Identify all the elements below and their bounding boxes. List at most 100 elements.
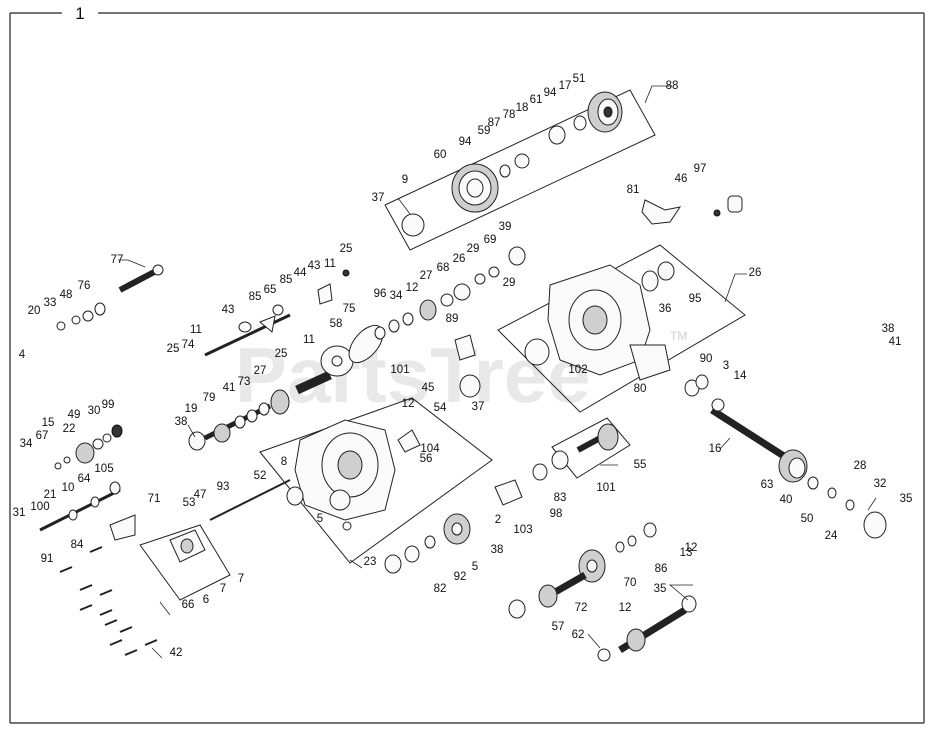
callout-7: 7 <box>220 583 226 595</box>
callout-101: 101 <box>596 482 615 494</box>
callout-96: 96 <box>374 288 387 300</box>
bearing-101-part <box>641 270 659 292</box>
callout-13: 13 <box>680 547 693 559</box>
callout-31: 31 <box>13 507 26 519</box>
callout-64: 64 <box>78 473 91 485</box>
ring-gear-part <box>451 163 499 213</box>
callout-63: 63 <box>761 479 774 491</box>
callout-76: 76 <box>78 280 91 292</box>
callout-12: 12 <box>406 282 419 294</box>
leader-lines <box>118 85 877 659</box>
callout-85: 85 <box>280 274 293 286</box>
callout-3: 3 <box>723 360 729 372</box>
shaft-63-part <box>684 374 792 463</box>
upper-housing-part <box>547 264 671 381</box>
callout-66: 66 <box>182 599 195 611</box>
callout-86: 86 <box>655 563 668 575</box>
callout-93: 93 <box>217 481 230 493</box>
seal-37b-part <box>524 338 550 366</box>
gear-50-part <box>778 449 808 483</box>
seal-37-part <box>401 213 425 237</box>
callout-14: 14 <box>734 370 747 382</box>
fork-54-part <box>454 334 476 361</box>
shift-fork-parts <box>204 269 350 357</box>
pump-part <box>169 479 291 563</box>
callout-54: 54 <box>434 402 447 414</box>
bearing-102-part <box>657 261 675 281</box>
callout-26: 26 <box>749 267 762 279</box>
plate-80-part <box>459 374 481 398</box>
washer-35-part <box>807 476 819 490</box>
callout-72: 72 <box>575 602 588 614</box>
callout-49: 49 <box>68 409 81 421</box>
callout-38: 38 <box>175 416 188 428</box>
callout-4: 4 <box>19 349 26 361</box>
callout-labels: 8851179461187887599460937819746772033487… <box>13 73 913 659</box>
shaft-73-part <box>188 389 290 451</box>
callout-97: 97 <box>694 163 707 175</box>
gear-13-part <box>384 513 471 574</box>
callout-84: 84 <box>71 539 84 551</box>
shaft-58-part <box>295 345 354 395</box>
callout-53: 53 <box>183 497 196 509</box>
callout-24: 24 <box>825 530 838 542</box>
callout-56: 56 <box>420 453 433 465</box>
gear-61-part <box>548 125 566 145</box>
callout-73: 73 <box>238 376 251 388</box>
callout-99: 99 <box>102 399 115 411</box>
callout-8: 8 <box>281 456 287 468</box>
callout-95: 95 <box>689 293 702 305</box>
callout-98: 98 <box>550 508 563 520</box>
callout-104: 104 <box>420 443 440 455</box>
differential-housing-part <box>587 91 623 133</box>
callout-75: 75 <box>343 303 356 315</box>
gear-59-part <box>514 153 530 169</box>
callout-5: 5 <box>472 561 478 573</box>
washer-94b-part <box>573 115 587 131</box>
callout-37: 37 <box>372 192 385 204</box>
callout-100: 100 <box>30 501 49 513</box>
callout-32: 32 <box>874 478 887 490</box>
clip-31-part <box>845 499 855 511</box>
callout-41: 41 <box>223 382 236 394</box>
callout-21: 21 <box>44 489 57 501</box>
callout-55: 55 <box>634 459 647 471</box>
callout-70: 70 <box>624 577 637 589</box>
callout-29: 29 <box>467 243 480 255</box>
watermark-tm: TM <box>670 329 687 343</box>
callout-2: 2 <box>495 514 501 526</box>
callout-9: 9 <box>402 174 408 186</box>
bolt-set-part <box>59 546 158 656</box>
bearing-101b-part <box>286 486 304 506</box>
callout-37: 37 <box>472 401 485 413</box>
frame-label: 1 <box>75 4 84 23</box>
callout-36: 36 <box>659 303 672 315</box>
callout-45: 45 <box>422 382 435 394</box>
callout-25: 25 <box>340 243 353 255</box>
callout-51: 51 <box>573 73 586 85</box>
callout-20: 20 <box>28 305 41 317</box>
callout-92: 92 <box>454 571 467 583</box>
callout-46: 46 <box>675 173 688 185</box>
callout-39: 39 <box>499 221 512 233</box>
callout-41: 41 <box>889 336 902 348</box>
gear-stack-part <box>374 246 526 340</box>
callout-69: 69 <box>484 234 497 246</box>
callout-11: 11 <box>190 324 202 336</box>
cover-91-part <box>494 479 523 506</box>
callout-59: 59 <box>478 125 491 137</box>
callout-52: 52 <box>254 470 267 482</box>
callout-61: 61 <box>530 94 543 106</box>
callout-35: 35 <box>654 583 667 595</box>
callout-50: 50 <box>801 513 814 525</box>
box-86 <box>259 397 493 564</box>
callout-25: 25 <box>275 348 288 360</box>
callout-33: 33 <box>44 297 57 309</box>
callout-102: 102 <box>568 364 587 376</box>
callout-12: 12 <box>402 398 415 410</box>
callout-42: 42 <box>170 647 183 659</box>
callout-38: 38 <box>491 544 504 556</box>
callout-6: 6 <box>203 594 209 606</box>
callout-11: 11 <box>303 334 315 346</box>
